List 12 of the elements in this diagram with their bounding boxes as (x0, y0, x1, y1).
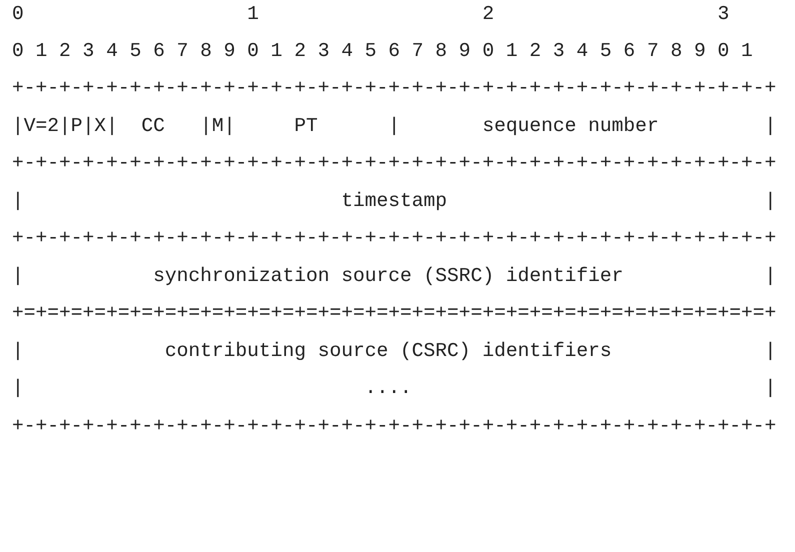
octet-offset-row: 0 1 2 3 (12, 2, 730, 26)
csrc-continuation: | .... | (12, 376, 776, 400)
ascii-border-line: +-+-+-+-+-+-+-+-+-+-+-+-+-+-+-+-+-+-+-+-+-+-+-+-+-+-+-+-+-+-+-+-+ (12, 151, 776, 175)
ascii-border-line: +-+-+-+-+-+-+-+-+-+-+-+-+-+-+-+-+-+-+-+-+-+-+-+-+-+-+-+-+-+-+-+-+ (12, 414, 776, 438)
ssrc-field: | synchronization source (SSRC) identifier | (12, 264, 776, 288)
timestamp-field: | timestamp | (12, 189, 776, 213)
header-fields-row: |V=2|P|X| CC |M| PT | sequence number | (12, 114, 776, 138)
bit-number-row: 0 1 2 3 4 5 6 7 8 9 0 1 2 3 4 5 6 7 8 9 0 1 2 3 4 5 6 7 8 9 0 1 (12, 39, 753, 63)
ascii-border-line: +-+-+-+-+-+-+-+-+-+-+-+-+-+-+-+-+-+-+-+-+-+-+-+-+-+-+-+-+-+-+-+-+ (12, 76, 776, 100)
csrc-field: | contributing source (CSRC) identifiers | (12, 339, 776, 363)
ascii-border-line: +=+=+=+=+=+=+=+=+=+=+=+=+=+=+=+=+=+=+=+=+=+=+=+=+=+=+=+=+=+=+=+=+ (12, 301, 776, 325)
ascii-border-line: +-+-+-+-+-+-+-+-+-+-+-+-+-+-+-+-+-+-+-+-+-+-+-+-+-+-+-+-+-+-+-+-+ (12, 226, 776, 250)
